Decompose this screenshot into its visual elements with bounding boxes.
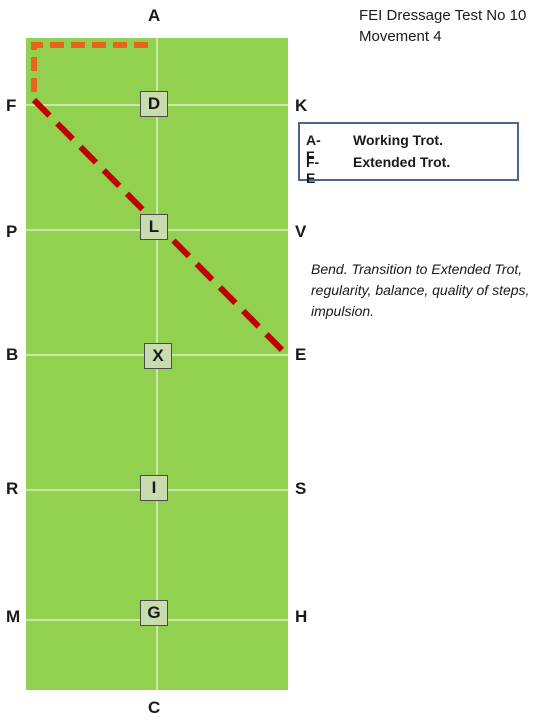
arena-letter-b: B	[6, 345, 19, 364]
arena-letter-h: H	[295, 607, 308, 626]
marker-g: G	[140, 600, 168, 626]
legend-description: Extended Trot.	[353, 154, 451, 170]
arena-letter-a: A	[148, 6, 161, 25]
arena-letter-c: C	[148, 698, 161, 717]
test-title-line-1: FEI Dressage Test No 10	[359, 7, 527, 24]
arena-letter-v: V	[295, 222, 307, 241]
marker-x: X	[144, 343, 172, 369]
marker-l: L	[140, 214, 168, 240]
movement-note: Bend. Transition to Extended Trot, regul…	[311, 261, 530, 319]
marker-i: I	[140, 475, 168, 501]
test-title: FEI Dressage Test No 10 Movement 4	[359, 5, 526, 47]
legend-code: A-F	[306, 132, 321, 164]
working-trot-path	[31, 42, 148, 98]
arena-letter-r: R	[6, 479, 19, 498]
marker-d: D	[140, 91, 168, 117]
legend-description: Working Trot.	[353, 132, 443, 148]
arena-letter-k: K	[295, 96, 308, 115]
legend-code: F-E	[306, 154, 320, 186]
arena-letter-p: P	[6, 222, 18, 241]
arena-letter-e: E	[295, 345, 307, 364]
test-title-line-2: Movement 4	[359, 28, 442, 45]
arena-letter-f: F	[6, 96, 17, 115]
arena-letter-m: M	[6, 607, 21, 626]
arena-letter-s: S	[295, 479, 307, 498]
legend-box: A-F Working Trot. F-E Extended Trot.	[298, 122, 519, 186]
